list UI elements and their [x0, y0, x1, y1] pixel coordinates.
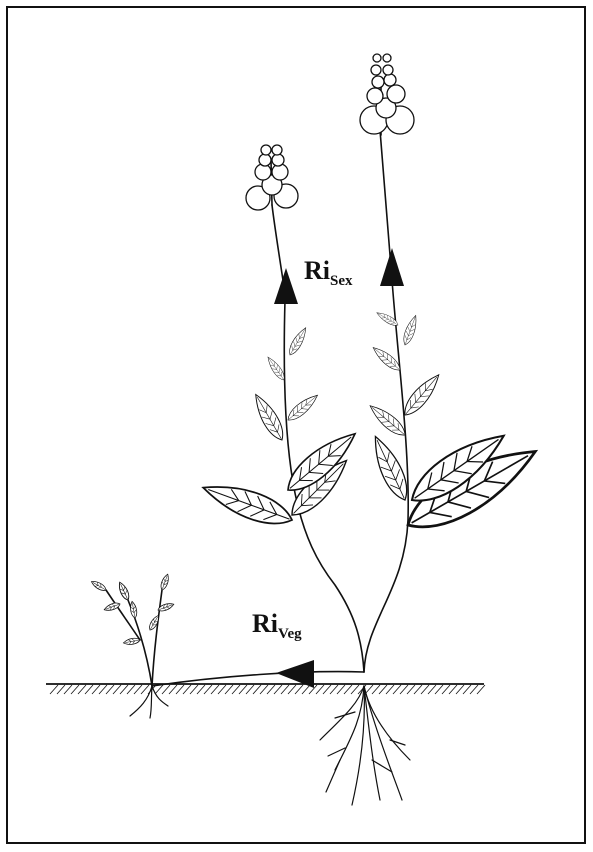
- ground-hatch-mark: [162, 685, 170, 694]
- ground-hatch-mark: [239, 685, 247, 694]
- daughter-plant: [90, 573, 175, 718]
- ground-hatch-mark: [260, 685, 268, 694]
- ground-hatch-mark: [141, 685, 149, 694]
- ground-hatch-mark: [64, 685, 72, 694]
- ground-hatch-mark: [407, 685, 415, 694]
- ground-hatch-mark: [379, 685, 387, 694]
- ground-hatch-mark: [456, 685, 464, 694]
- ground-hatch-mark: [127, 685, 135, 694]
- ground-hatch-mark: [197, 685, 205, 694]
- ground-hatch-mark: [351, 685, 359, 694]
- ground-hatch-mark: [477, 685, 485, 694]
- ground-hatch-mark: [92, 685, 100, 694]
- ground-hatch-mark: [288, 685, 296, 694]
- ground-hatch-mark: [169, 685, 177, 694]
- ground-line: [46, 684, 485, 694]
- ground-hatch-mark: [183, 685, 191, 694]
- ground-hatch-mark: [281, 685, 289, 694]
- ground-hatch-mark: [330, 685, 338, 694]
- left-stem-leaves: [199, 326, 363, 533]
- ground-hatch-mark: [155, 685, 163, 694]
- ri-sex-main: Ri: [304, 256, 330, 285]
- ground-hatch-mark: [204, 685, 212, 694]
- ground-hatch-mark: [57, 685, 65, 694]
- ground-hatch-mark: [316, 685, 324, 694]
- ground-hatch-mark: [190, 685, 198, 694]
- ground-hatch-mark: [225, 685, 233, 694]
- ground-hatch-mark: [211, 685, 219, 694]
- left-inflorescence: [246, 145, 298, 210]
- ground-hatch-mark: [50, 685, 58, 694]
- ground-hatch-mark: [372, 685, 380, 694]
- ground-hatch-mark: [414, 685, 422, 694]
- ground-hatch-mark: [78, 685, 86, 694]
- sexual-arrow-left: [274, 268, 298, 304]
- ground-hatch-mark: [120, 685, 128, 694]
- ri-sex-label: RiSex: [304, 256, 353, 289]
- ground-hatch-mark: [386, 685, 394, 694]
- ground-hatch-mark: [449, 685, 457, 694]
- ground-hatch-mark: [344, 685, 352, 694]
- ground-hatch-mark: [323, 685, 331, 694]
- ground-hatch-mark: [99, 685, 107, 694]
- right-inflorescence: [360, 54, 414, 135]
- ground-hatch-mark: [470, 685, 478, 694]
- ground-hatch-mark: [393, 685, 401, 694]
- ri-sex-subscript: Sex: [330, 273, 353, 289]
- ground-hatch-mark: [106, 685, 114, 694]
- ground-hatch-mark: [302, 685, 310, 694]
- right-stem-leaves: [366, 310, 545, 543]
- ground-hatch-mark: [442, 685, 450, 694]
- ground-hatch-mark: [267, 685, 275, 694]
- ground-hatch-mark: [176, 685, 184, 694]
- ground-hatch-mark: [274, 685, 282, 694]
- ground-hatch-mark: [246, 685, 254, 694]
- ground-hatch-mark: [295, 685, 303, 694]
- sexual-arrow-right: [380, 248, 404, 286]
- main-roots: [320, 686, 410, 805]
- ground-hatch-mark: [463, 685, 471, 694]
- ground-hatch-mark: [400, 685, 408, 694]
- ground-hatch-mark: [85, 685, 93, 694]
- ground-hatch-mark: [428, 685, 436, 694]
- ground-hatch-mark: [218, 685, 226, 694]
- ground-hatch-mark: [421, 685, 429, 694]
- ground-hatch-mark: [337, 685, 345, 694]
- ground-hatch-mark: [232, 685, 240, 694]
- ground-hatch-mark: [253, 685, 261, 694]
- ri-veg-label: RiVeg: [252, 609, 302, 642]
- ground-hatch-mark: [435, 685, 443, 694]
- ground-hatch-mark: [134, 685, 142, 694]
- ri-veg-main: Ri: [252, 609, 278, 638]
- ground-hatch-mark: [71, 685, 79, 694]
- main-stems: [272, 130, 408, 672]
- ground-hatch-mark: [113, 685, 121, 694]
- ri-veg-subscript: Veg: [278, 626, 302, 642]
